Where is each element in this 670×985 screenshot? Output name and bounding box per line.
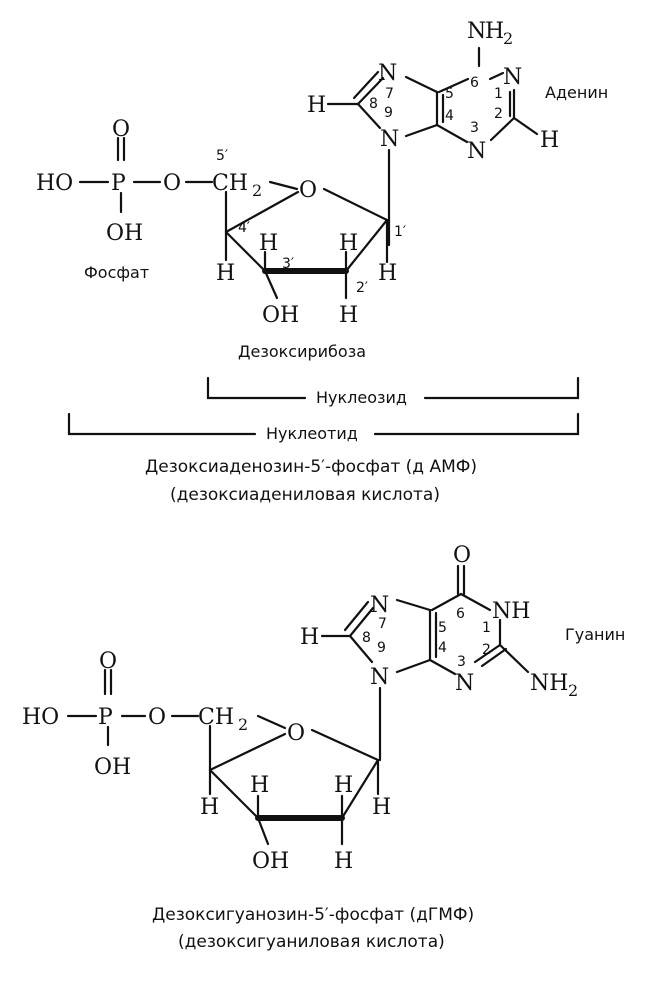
adenine-pos2: 2 [494, 106, 503, 122]
guanine-pos5: 5 [438, 620, 447, 636]
guanine-o6: O [453, 543, 471, 568]
dgmp-oh3: OH [252, 849, 289, 874]
guanine-pos3: 3 [457, 654, 466, 670]
damp-h1: H [378, 261, 397, 286]
adenine-pos7: 7 [385, 86, 394, 102]
damp-ring-o: O [299, 178, 317, 203]
damp-phosphate-o-top: O [112, 117, 130, 142]
dgmp-phosphate-o-top: O [99, 649, 117, 674]
adenine-h2: H [540, 128, 559, 153]
guanine-pos4: 4 [438, 640, 447, 656]
adenine-n1: N [503, 65, 522, 90]
dgmp-phosphate-ho: HO [22, 705, 59, 730]
guanine-h8: H [300, 625, 319, 650]
adenine-name: Аденин [545, 83, 608, 102]
damp-h2-bot: H [339, 303, 358, 328]
damp-pos5p: 5′ [216, 148, 228, 164]
dgmp-phosphate-oh: OH [94, 755, 131, 780]
guanine-pos8: 8 [362, 630, 371, 646]
nucleotide-bracket [67, 412, 580, 436]
dgmp-structure: O NH Гуанин N H N N NH 2 7 8 9 5 4 6 1 2… [22, 543, 625, 952]
damp-phosphate-ho: HO [36, 171, 73, 196]
damp-pos2p: 2′ [356, 280, 368, 296]
guanine-pos1: 1 [482, 620, 491, 636]
damp-phosphate-o-link: O [163, 171, 181, 196]
dgmp-phosphate-bonds [66, 668, 380, 772]
damp-h2-top: H [339, 231, 358, 256]
guanine-nh2-sub: 2 [568, 681, 578, 700]
nucleoside-bracket [206, 376, 580, 400]
damp-h4: H [216, 261, 235, 286]
guanine-nh2: NH [530, 671, 568, 696]
dgmp-caption-2: (дезоксигуаниловая кислота) [178, 932, 445, 952]
adenine-nh2-h: H [485, 19, 504, 44]
sugar-name: Дезоксирибоза [238, 342, 366, 361]
dgmp-sugar-ring [208, 732, 380, 846]
adenine-bonds [326, 46, 539, 247]
dgmp-h1: H [372, 795, 391, 820]
damp-sugar-ring [224, 190, 389, 300]
guanine-n1h: NH [492, 599, 530, 624]
dgmp-phosphate-p: P [98, 705, 113, 730]
damp-pos4p: 4′ [238, 220, 250, 236]
adenine-h8: H [307, 93, 326, 118]
dgmp-h2-top: H [334, 773, 353, 798]
dgmp-caption-1: Дезоксигуанозин-5′-фосфат (дГМФ) [152, 905, 474, 925]
dgmp-c5-sub: 2 [238, 715, 248, 734]
nucleoside-label: Нуклеозид [316, 388, 407, 407]
nucleotide-label: Нуклеотид [266, 424, 358, 443]
damp-c5-sub: 2 [252, 181, 262, 200]
guanine-bonds [320, 564, 530, 762]
guanine-pos9: 9 [377, 640, 386, 656]
guanine-pos2: 2 [482, 642, 491, 658]
phosphate-name: Фосфат [84, 263, 149, 282]
guanine-n9: N [370, 665, 389, 690]
guanine-n7: N [370, 593, 389, 618]
adenine-nh2-sub: 2 [503, 29, 513, 48]
adenine-nh2-n: N [467, 19, 486, 44]
damp-caption-2: (дезоксиадениловая кислота) [170, 485, 440, 505]
guanine-pos6: 6 [456, 606, 465, 622]
damp-pos1p: 1′ [394, 224, 406, 240]
dgmp-h4: H [200, 795, 219, 820]
damp-pos3p: 3′ [282, 256, 294, 272]
adenine-pos3: 3 [470, 120, 479, 136]
dgmp-phosphate-o-link: O [148, 705, 166, 730]
dgmp-c5-ch: CH [198, 705, 234, 730]
damp-oh3: OH [262, 303, 299, 328]
dgmp-h2-bot: H [334, 849, 353, 874]
adenine-pos9: 9 [384, 105, 393, 121]
damp-structure: N H 2 N N H H N N Аденин 7 8 9 5 4 6 1 2… [36, 19, 608, 505]
damp-phosphate-bonds [78, 136, 389, 234]
damp-phosphate-oh: OH [106, 221, 143, 246]
dgmp-ring-o: O [287, 721, 305, 746]
guanine-n3: N [455, 671, 474, 696]
adenine-n7: N [378, 61, 397, 86]
damp-h3: H [259, 231, 278, 256]
damp-phosphate-p: P [111, 171, 126, 196]
adenine-pos1: 1 [494, 86, 503, 102]
guanine-pos7: 7 [378, 616, 387, 632]
adenine-pos4: 4 [445, 108, 454, 124]
adenine-pos5: 5 [445, 86, 454, 102]
damp-c5-ch: CH [212, 171, 248, 196]
adenine-pos8: 8 [369, 96, 378, 112]
adenine-pos6: 6 [470, 75, 479, 91]
adenine-n3: N [467, 139, 486, 164]
adenine-n9: N [380, 127, 399, 152]
guanine-name: Гуанин [565, 625, 625, 644]
dgmp-h3: H [250, 773, 269, 798]
damp-caption-1: Дезоксиаденозин-5′-фосфат (д АМФ) [145, 457, 477, 477]
